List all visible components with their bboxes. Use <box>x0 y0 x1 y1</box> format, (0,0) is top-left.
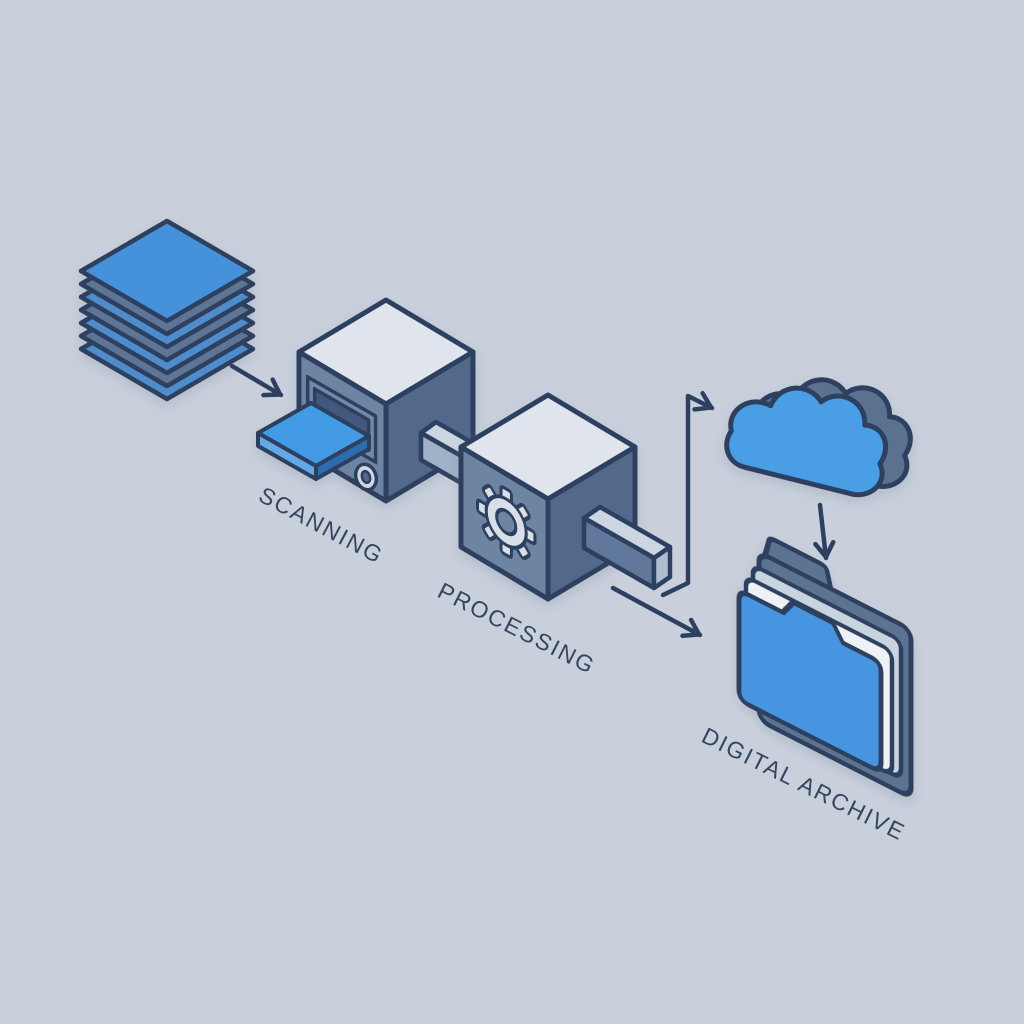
arrow-processor-to-cloud <box>660 390 715 598</box>
arrow-cloud-to-folder <box>813 502 836 561</box>
gear-icon <box>476 483 537 561</box>
paper-stack-icon <box>78 218 256 402</box>
folder-icon <box>736 536 914 797</box>
arrow-processor-to-folder <box>610 585 703 639</box>
folder-tab <box>762 536 834 592</box>
scanner-button-icon <box>353 462 379 492</box>
cloud-icon <box>724 377 913 498</box>
connector-bar-processor-output <box>581 504 673 591</box>
folder-front <box>736 590 884 772</box>
scanner-tray <box>256 401 371 481</box>
arrow-stack-to-scanner <box>229 363 284 398</box>
